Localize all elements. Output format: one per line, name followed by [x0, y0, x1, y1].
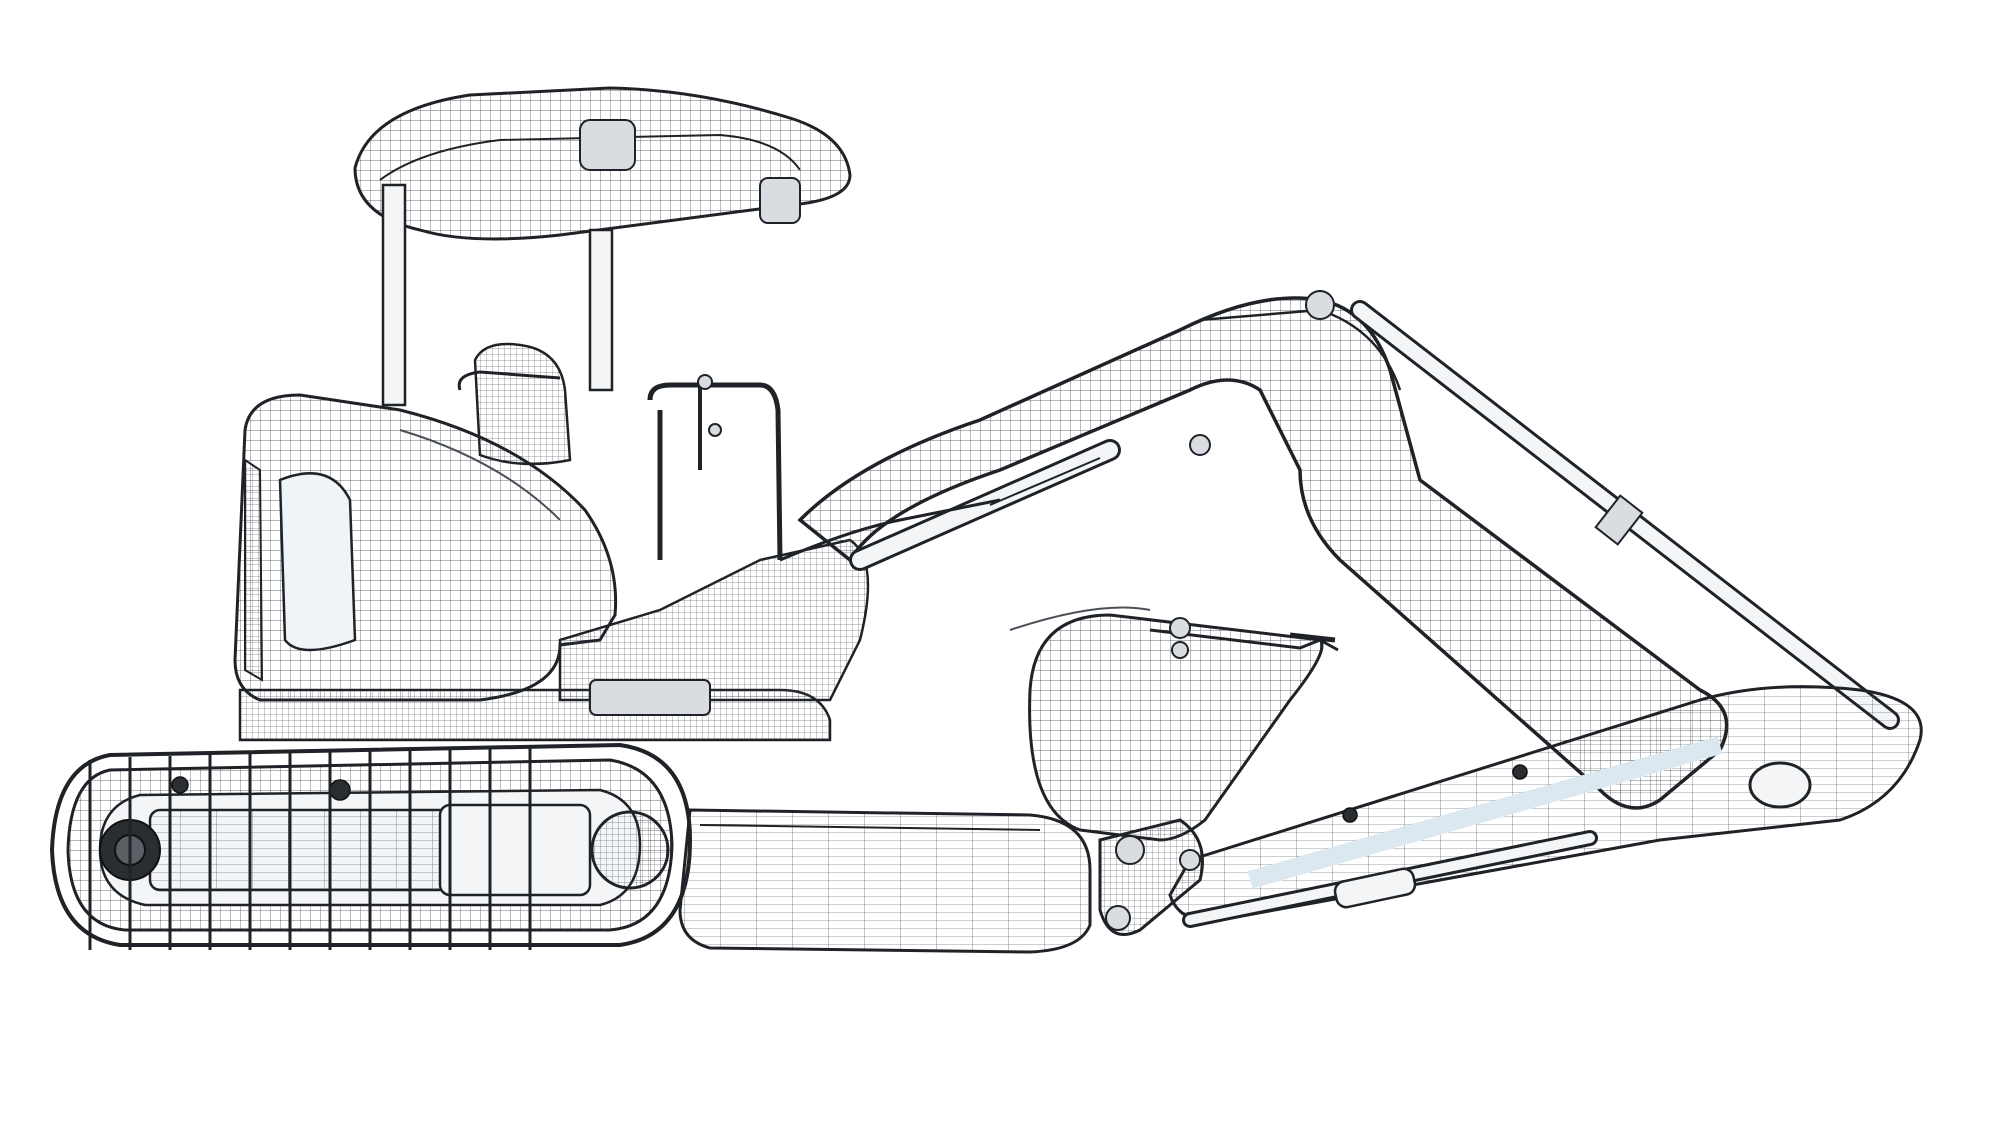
arm-hydraulic-cylinder — [1350, 300, 1900, 730]
hydraulic-hoses — [779, 498, 1151, 631]
linkage-pin-icon — [1115, 835, 1145, 865]
sprocket-wheel-icon — [590, 810, 670, 890]
bucket-linkage — [1098, 818, 1204, 936]
work-light-icon — [579, 119, 636, 171]
canopy-posts — [381, 183, 614, 407]
bucket — [1028, 613, 1339, 842]
dozer-blade — [678, 808, 1092, 954]
linkage-pin-icon — [1179, 849, 1201, 871]
blade-hydraulic-cylinder — [1182, 830, 1598, 928]
work-light-icon — [759, 177, 801, 224]
boom-pivot-icon — [1305, 290, 1335, 320]
engine-cover — [233, 393, 618, 702]
boom-hydraulic-cylinder — [849, 439, 1121, 571]
canopy-roof — [353, 86, 852, 241]
boom-pivot-icon — [1189, 434, 1211, 456]
arm-eye-icon — [1748, 761, 1812, 809]
linkage-pin-icon — [1105, 905, 1131, 931]
crawler-track — [49, 742, 693, 950]
control-levers — [647, 374, 783, 561]
